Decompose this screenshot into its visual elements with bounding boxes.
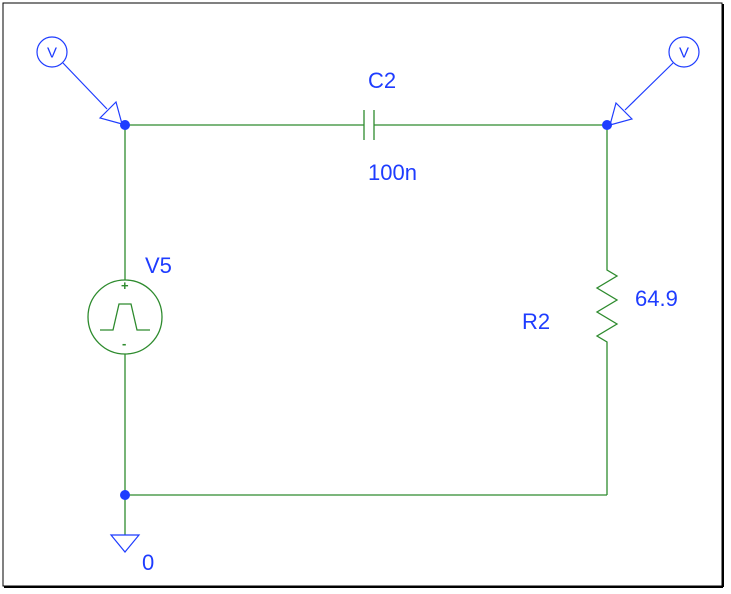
wires [124,124,608,535]
capacitor-c2[interactable] [313,110,425,140]
resistor-value-label: 64.9 [635,286,678,311]
source-minus-sign: - [122,336,126,351]
resistor-r2[interactable] [595,260,619,352]
pulse-waveform-icon [100,303,150,331]
ground-symbol[interactable] [109,534,141,553]
capacitor-value-label: 100n [368,160,417,185]
ground-label: 0 [142,550,154,575]
node-top-right [602,120,612,130]
source-ref-label: V5 [145,253,172,278]
voltage-probe-right[interactable] [609,36,700,126]
resistor-ref-label: R2 [522,309,550,334]
capacitor-ref-label: C2 [368,68,396,93]
page-border [2,2,723,587]
source-plus-sign: + [121,278,129,293]
voltage-probe-left[interactable] [36,36,123,125]
node-bottom-left [120,490,130,500]
left-probe-label: V [47,45,57,62]
pulse-voltage-source-v5[interactable] [87,258,163,355]
node-top-left [120,120,130,130]
right-probe-label: V [679,45,689,62]
